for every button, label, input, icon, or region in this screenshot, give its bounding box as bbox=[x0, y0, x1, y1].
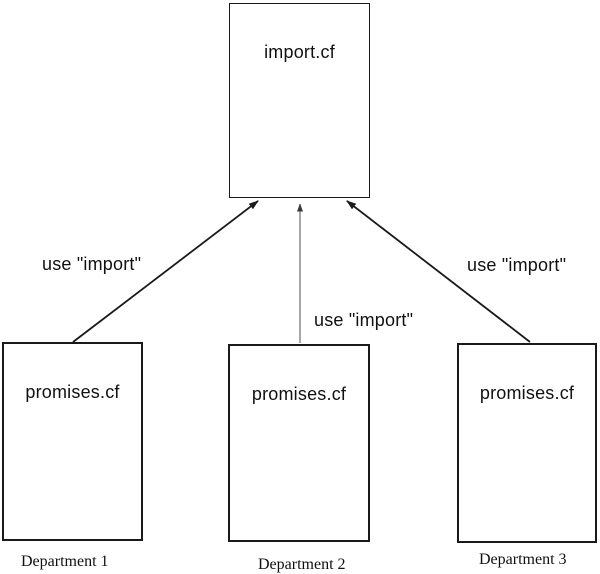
node-import-cf: import.cf bbox=[229, 3, 370, 198]
node-promises-cf-dept2-label: promises.cf bbox=[251, 384, 347, 404]
node-promises-cf-dept2: promises.cf bbox=[228, 344, 370, 542]
node-promises-cf-dept3: promises.cf bbox=[457, 343, 597, 543]
node-promises-cf-dept3-label: promises.cf bbox=[479, 383, 575, 403]
arrow-dept1-to-import bbox=[72, 200, 259, 343]
edge-label-dept2: use "import" bbox=[314, 310, 414, 330]
node-promises-cf-dept1: promises.cf bbox=[2, 342, 143, 541]
edge-label-dept1: use "import" bbox=[42, 254, 142, 274]
caption-department-2: Department 2 bbox=[258, 556, 346, 573]
edge-label-dept3: use "import" bbox=[467, 255, 567, 275]
caption-department-3: Department 3 bbox=[479, 551, 567, 568]
arrow-dept3-to-import bbox=[346, 200, 531, 343]
caption-department-1: Department 1 bbox=[21, 553, 109, 570]
node-import-cf-label: import.cf bbox=[264, 42, 335, 62]
node-promises-cf-dept1-label: promises.cf bbox=[25, 382, 120, 402]
